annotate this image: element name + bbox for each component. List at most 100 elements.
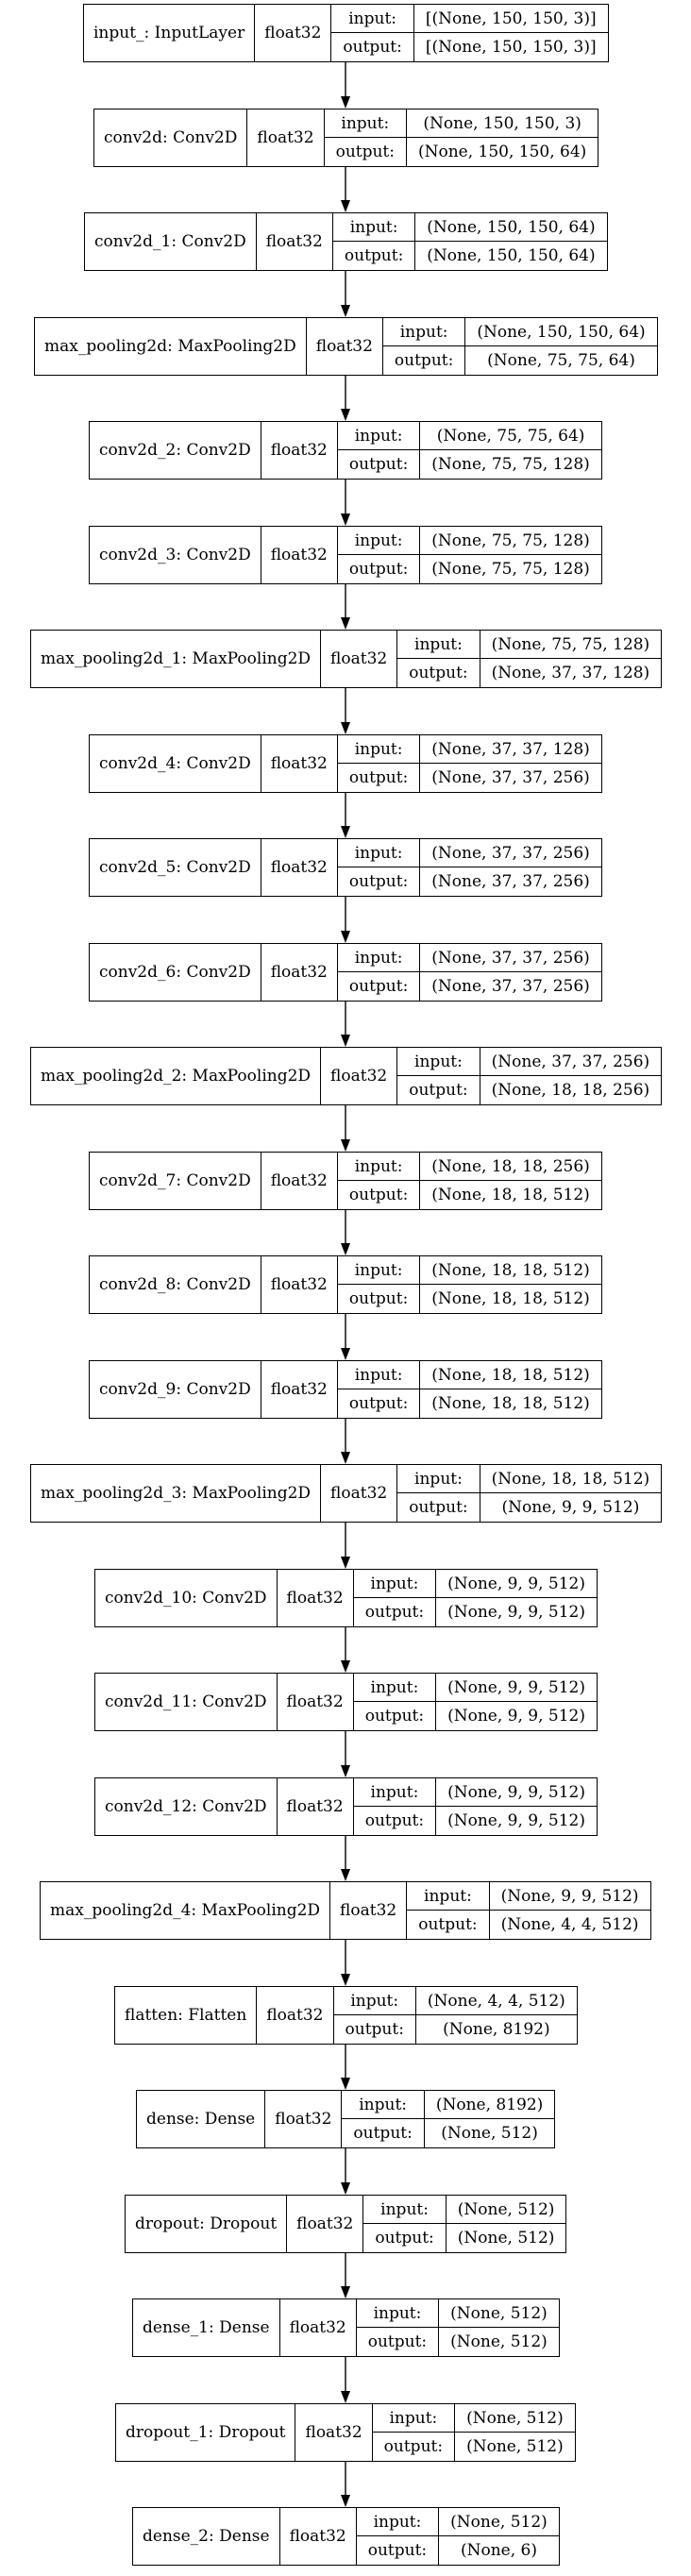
input-shape: (None, 512) xyxy=(446,2196,566,2224)
layer-name: max_pooling2d_4: MaxPooling2D xyxy=(41,1882,331,1939)
output-shape: (None, 9, 9, 512) xyxy=(447,1811,585,1830)
output-shape: (None, 512) xyxy=(450,2332,548,2351)
output-shape: (None, 37, 37, 128) xyxy=(491,664,650,682)
edge-arrowhead xyxy=(341,826,350,838)
input-shape: (None, 37, 37, 128) xyxy=(420,735,601,764)
layer-dtype: float32 xyxy=(261,735,338,792)
output-shape: (None, 75, 75, 128) xyxy=(431,455,590,474)
layer-name: conv2d_8: Conv2D xyxy=(90,1256,261,1313)
edge-arrowhead xyxy=(341,409,350,421)
edge-arrowhead xyxy=(341,1139,350,1152)
input-shape: (None, 150, 150, 64) xyxy=(465,318,657,346)
input-label: input: xyxy=(353,1674,437,1702)
layer-dtype: float32 xyxy=(255,5,332,61)
output-label: output: xyxy=(325,138,407,166)
input-label: input: xyxy=(397,1048,480,1076)
output-label: output: xyxy=(338,1389,421,1418)
layer-name: conv2d_12: Conv2D xyxy=(95,1778,278,1835)
output-shape: (None, 6) xyxy=(460,2541,537,2560)
layer-dtype: float32 xyxy=(261,1153,338,1209)
input-label: input: xyxy=(337,735,421,764)
edge-arrowhead xyxy=(341,305,350,317)
output-label: output: xyxy=(342,2119,425,2147)
layer-name: conv2d_3: Conv2D xyxy=(90,527,261,583)
input-label: input: xyxy=(363,2196,447,2224)
edge-arrowhead xyxy=(341,1452,350,1464)
edge-arrowhead xyxy=(341,200,350,212)
input-label: input: xyxy=(337,527,421,555)
edge-arrowhead xyxy=(341,1765,350,1777)
layer-dtype: float32 xyxy=(257,213,333,270)
output-shape: (None, 9, 9, 512) xyxy=(447,1603,585,1622)
layer-dtype: float32 xyxy=(321,1465,398,1522)
edge-arrowhead xyxy=(341,514,350,526)
output-shape: (None, 150, 150, 64) xyxy=(427,246,596,265)
output-shape: (None, 18, 18, 512) xyxy=(431,1186,590,1204)
output-shape: (None, 18, 18, 512) xyxy=(431,1394,590,1413)
input-label: input: xyxy=(337,1153,421,1181)
input-shape: (None, 18, 18, 512) xyxy=(480,1465,662,1493)
input-label: input: xyxy=(337,944,421,972)
input-label: input: xyxy=(382,318,466,346)
layer-dtype: float32 xyxy=(247,109,325,166)
input-shape: (None, 9, 9, 512) xyxy=(436,1778,597,1807)
layer-name: conv2d_4: Conv2D xyxy=(90,735,261,792)
output-shape: (None, 9, 9, 512) xyxy=(501,1498,640,1517)
layer-dtype: float32 xyxy=(287,2196,364,2252)
layer-dtype: float32 xyxy=(261,422,338,479)
output-shape: (None, 75, 75, 64) xyxy=(487,351,635,370)
layer-dtype: float32 xyxy=(265,2091,343,2147)
input-label: input: xyxy=(337,1256,421,1285)
edge-arrowhead xyxy=(341,1557,350,1569)
output-shape: (None, 8192) xyxy=(443,2020,550,2039)
layer-dtype: float32 xyxy=(321,1048,398,1104)
layer-name: conv2d_2: Conv2D xyxy=(90,422,261,479)
layer-dtype: float32 xyxy=(280,2508,357,2565)
input-label: input: xyxy=(337,422,421,450)
input-shape: (None, 9, 9, 512) xyxy=(436,1570,597,1598)
edge-arrowhead xyxy=(341,2182,350,2195)
input-label: input: xyxy=(353,1778,437,1807)
layer-dtype: float32 xyxy=(257,1987,334,2044)
output-shape: (None, 37, 37, 256) xyxy=(431,977,590,996)
layer-dtype: float32 xyxy=(261,839,338,896)
input-label: input: xyxy=(333,1987,416,2015)
output-shape: (None, 75, 75, 128) xyxy=(431,560,590,579)
output-label: output: xyxy=(407,1911,490,1939)
layer-dtype: float32 xyxy=(278,1778,354,1835)
layer-name: conv2d_6: Conv2D xyxy=(90,944,261,1001)
output-label: output: xyxy=(338,972,421,1001)
output-shape: (None, 512) xyxy=(441,2124,538,2143)
output-shape: (None, 18, 18, 512) xyxy=(431,1289,590,1308)
edge-arrowhead xyxy=(341,1243,350,1255)
layer-name: max_pooling2d_2: MaxPooling2D xyxy=(31,1048,322,1104)
output-shape: (None, 4, 4, 512) xyxy=(500,1915,639,1934)
layer-dtype: float32 xyxy=(280,2299,357,2356)
input-shape: (None, 37, 37, 256) xyxy=(420,839,601,867)
input-shape: (None, 4, 4, 512) xyxy=(415,1987,577,2015)
input-label: input: xyxy=(356,2508,440,2536)
layer-name: dense_2: Dense xyxy=(133,2508,280,2565)
output-label: output: xyxy=(354,1807,437,1835)
output-label: output: xyxy=(397,659,480,687)
input-shape: (None, 150, 150, 3) xyxy=(406,109,598,138)
output-label: output: xyxy=(354,1702,437,1730)
output-label: output: xyxy=(338,1285,421,1313)
input-shape: (None, 75, 75, 128) xyxy=(480,631,662,659)
output-shape: (None, 37, 37, 256) xyxy=(431,768,590,787)
